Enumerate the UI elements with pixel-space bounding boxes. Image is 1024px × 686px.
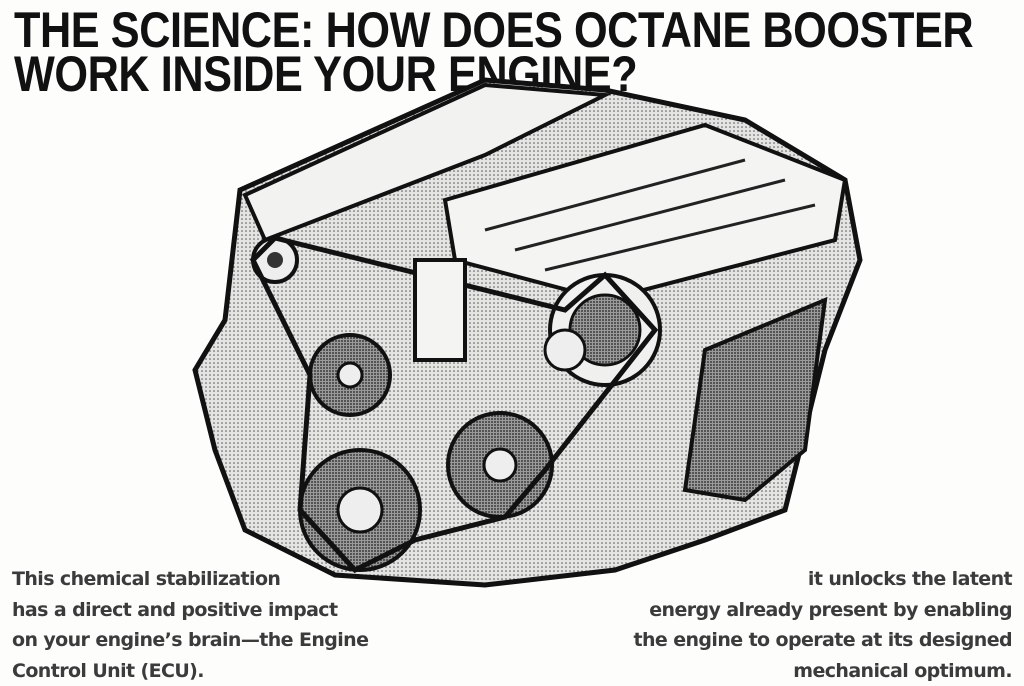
- right-caption-line: mechanical optimum.: [634, 656, 1013, 686]
- idler-pulley: [310, 335, 390, 415]
- left-caption-line: Control Unit (ECU).: [12, 656, 368, 686]
- left-caption-line: on your engine’s brain—the Engine: [12, 625, 368, 656]
- engine-illustration: [185, 70, 875, 590]
- crank-pulley: [300, 450, 420, 570]
- right-caption-line: the engine to operate at its designed: [634, 625, 1013, 656]
- right-caption-line: energy already present by enabling: [634, 595, 1013, 626]
- left-caption: This chemical stabilization has a direct…: [12, 564, 368, 686]
- right-caption: it unlocks the latent energy already pre…: [634, 564, 1013, 686]
- reservoir: [415, 260, 465, 360]
- left-caption-line: This chemical stabilization: [12, 564, 368, 595]
- left-caption-line: has a direct and positive impact: [12, 595, 368, 626]
- water-pump-pulley: [448, 413, 552, 517]
- right-caption-line: it unlocks the latent: [634, 564, 1013, 595]
